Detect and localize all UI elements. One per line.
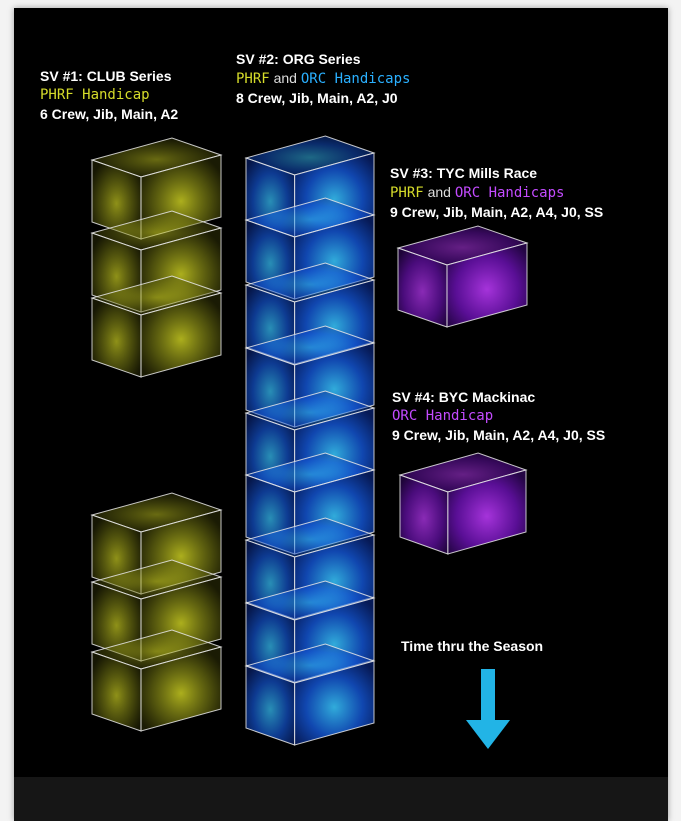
bottom-band — [14, 777, 668, 821]
sv2-handicap-orc: ORC Handicaps — [300, 71, 411, 87]
tyc-mills-race-block — [396, 225, 529, 328]
sv4-handicap: ORC Handicap — [392, 408, 494, 424]
sv2-title: : ORG Series — [274, 51, 361, 67]
sv3-handicap-phrf: PHRF — [390, 185, 424, 201]
diagram-frame: SV #1: CLUB Series PHRF Handicap 6 Crew,… — [14, 8, 668, 821]
sv3-title: : TYC Mills Race — [428, 165, 538, 181]
sv3-title-prefix: SV #3 — [390, 165, 429, 181]
sv2-crew: 8 Crew, Jib, Main, A2, J0 — [236, 90, 398, 106]
club-series-block-3 — [90, 275, 223, 378]
sv4-label: SV #4: BYC Mackinac ORC Handicap 9 Crew,… — [392, 388, 605, 445]
time-arrow-icon — [466, 669, 510, 749]
sv4-title: : BYC Mackinac — [430, 389, 536, 405]
sv1-handicap: PHRF Handicap — [40, 87, 150, 103]
sv1-title: : CLUB Series — [78, 68, 172, 84]
time-arrow-label: Time thru the Season — [401, 638, 544, 654]
club-series-block-6 — [90, 629, 223, 732]
sv3-handicap-joiner: and — [427, 184, 451, 200]
sv1-title-prefix: SV #1 — [40, 68, 79, 84]
block-diagram — [90, 135, 529, 749]
sv3-handicap-orc: ORC Handicaps — [454, 185, 565, 201]
sv2-title-prefix: SV #2 — [236, 51, 275, 67]
sv3-label: SV #3: TYC Mills Race PHRF and ORC Handi… — [390, 164, 603, 222]
sv4-crew: 9 Crew, Jib, Main, A2, A4, J0, SS — [392, 427, 606, 443]
sv4-title-prefix: SV #4 — [392, 389, 431, 405]
sv3-crew: 9 Crew, Jib, Main, A2, A4, J0, SS — [390, 204, 604, 220]
sv2-handicap-joiner: and — [273, 70, 297, 86]
byc-mackinac-block — [398, 452, 528, 555]
org-series-block-9 — [244, 643, 376, 746]
sv1-crew: 6 Crew, Jib, Main, A2 — [40, 106, 179, 122]
sv2-label: SV #2: ORG Series PHRF and ORC Handicaps… — [236, 50, 410, 108]
sv2-handicap-phrf: PHRF — [236, 71, 270, 87]
sv1-label: SV #1: CLUB Series PHRF Handicap 6 Crew,… — [40, 67, 178, 124]
